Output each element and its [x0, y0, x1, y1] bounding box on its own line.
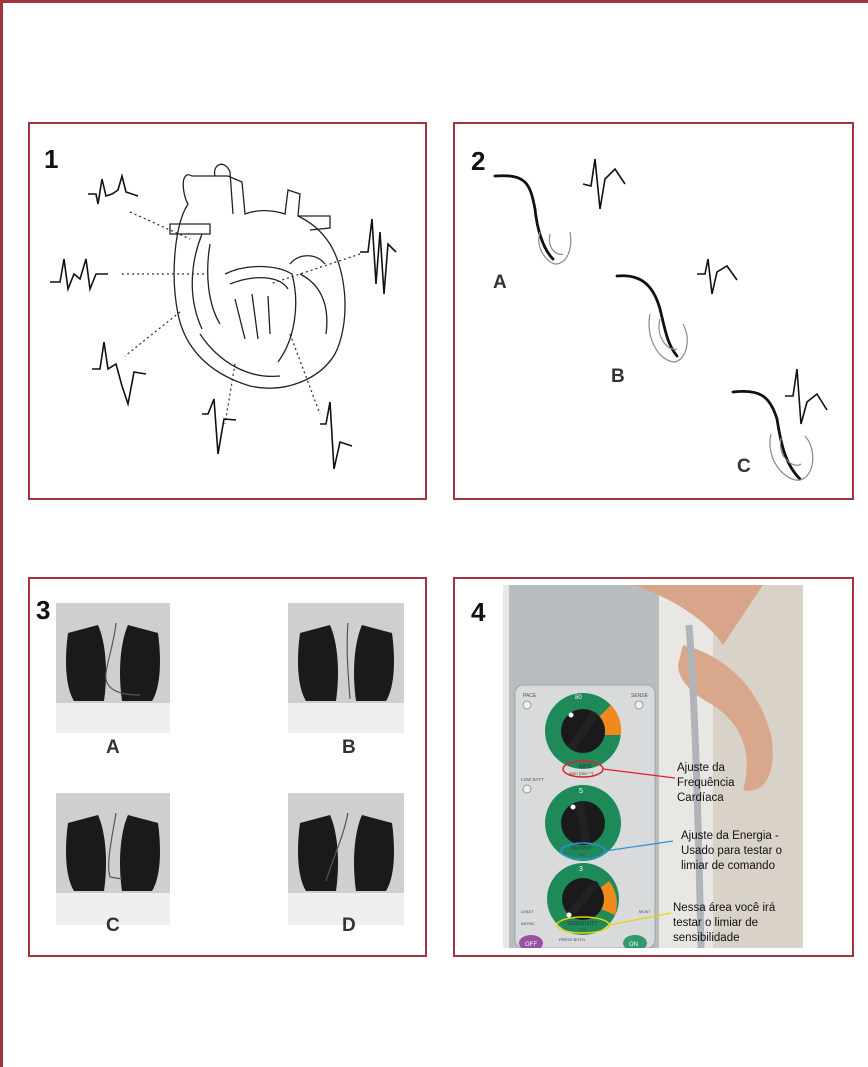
- most-label: MOST: [639, 909, 651, 914]
- ekg-C: [785, 369, 827, 424]
- annotation-rate: Ajuste da Frequência Cardíaca: [677, 761, 735, 806]
- panel-2-label-a: A: [493, 272, 507, 294]
- electrode-traces: [455, 124, 852, 498]
- panel-2-label-c: C: [737, 456, 751, 478]
- page-frame-left: [0, 0, 3, 1067]
- ekg-trace-5: [320, 402, 352, 469]
- page-frame-top: [0, 0, 868, 3]
- pacemaker-photo: PACE SENSE 80 RATE ppm (min⁻¹) LOW BATT …: [503, 585, 803, 948]
- press-both-label: PRESS BOTH: [559, 937, 585, 942]
- panel-3-label-c: C: [106, 915, 120, 937]
- pacemaker-device: PACE SENSE 80 RATE ppm (min⁻¹) LOW BATT …: [503, 585, 803, 948]
- lead-B: [617, 276, 677, 356]
- xray-c: [56, 793, 170, 925]
- ekg-trace-4: [202, 399, 236, 454]
- annotation-sensitivity: Nessa área você irá testar o limiar de s…: [673, 901, 775, 946]
- ekg-trace-1: [88, 176, 138, 204]
- svg-text:ON: ON: [629, 942, 638, 948]
- ekg-trace-6: [360, 219, 396, 294]
- svg-text:5: 5: [579, 788, 583, 795]
- least-label: LEAST: [521, 909, 534, 914]
- panel-3-label-d: D: [342, 915, 356, 937]
- panel-1-heart-diagram: 1: [28, 122, 427, 500]
- ekg-B: [697, 259, 737, 294]
- lead-A: [495, 176, 553, 259]
- low-batt-label: LOW BATT: [521, 777, 544, 782]
- svg-text:OFF: OFF: [525, 942, 537, 948]
- annotation-energy: Ajuste da Energia - Usado para testar o …: [681, 829, 782, 874]
- panel-2-electrode-positions: 2 A B C: [453, 122, 854, 500]
- xray-a: [56, 603, 170, 733]
- panel-4-pacemaker-photo: 4 PACE SENSE 80 RATE ppm (min⁻¹): [453, 577, 854, 957]
- panel-3-label-a: A: [106, 737, 120, 759]
- ekg-trace-3: [92, 342, 146, 404]
- async-label: ASYNC: [521, 921, 535, 926]
- xray-b: [288, 603, 404, 733]
- svg-text:3: 3: [579, 866, 583, 873]
- output-unit: mA: [579, 852, 586, 857]
- panel-3-label-b: B: [342, 737, 356, 759]
- heart-outline: [174, 175, 345, 388]
- ekg-A: [583, 159, 625, 209]
- rate-label: RATE: [579, 764, 593, 770]
- xray-d: [288, 793, 404, 925]
- svg-text:80: 80: [575, 695, 582, 701]
- panel-4-number: 4: [471, 597, 485, 628]
- pace-label: PACE: [523, 693, 537, 699]
- sense-label: SENSE: [631, 693, 649, 699]
- panel-3-chest-xrays: 3 A B C D: [28, 577, 427, 957]
- panel-2-label-b: B: [611, 366, 625, 388]
- sensitivity-unit: mV: [579, 927, 586, 932]
- heart-illustration: [30, 124, 425, 498]
- panel-3-number: 3: [36, 595, 50, 626]
- ekg-trace-2: [50, 259, 108, 289]
